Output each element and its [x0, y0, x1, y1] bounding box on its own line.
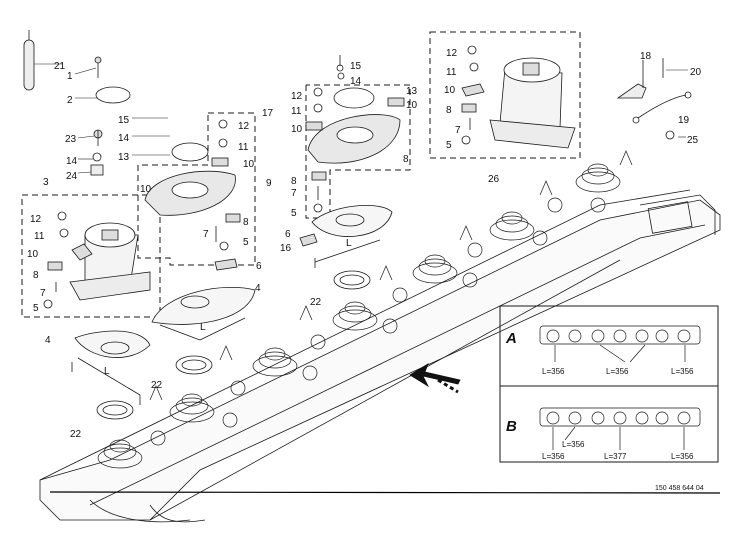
part-callout-7c: 7 — [291, 188, 297, 199]
part-callout-2: 2 — [67, 95, 73, 106]
part-callout-22c: 22 — [310, 297, 322, 308]
part-callout-4a: 4 — [45, 335, 51, 346]
part-callout-20: 20 — [690, 67, 702, 78]
section-b-label: B — [506, 418, 517, 435]
part-callout-8b: 8 — [243, 217, 249, 228]
a-dim-3: L=356 — [671, 367, 694, 376]
part-callout-1: 1 — [67, 71, 73, 82]
part-callout-13b: 13 — [406, 86, 418, 97]
part-callout-5c: 5 — [291, 208, 297, 219]
part-callout-21: 21 — [54, 61, 66, 72]
a-dim-2: L=356 — [606, 367, 629, 376]
part-callout-18: 18 — [640, 51, 652, 62]
section-a-label: A — [506, 330, 517, 347]
part-callout-12c: 12 — [291, 91, 303, 102]
part-callout-22a: 22 — [151, 380, 163, 391]
housing-group-17 — [299, 55, 411, 290]
dimension-l-1: L — [104, 366, 110, 377]
housing-group-3 — [21, 194, 161, 318]
part-callout-11d: 11 — [446, 67, 457, 78]
part-callout-10a: 10 — [27, 249, 39, 260]
part-callout-9: 9 — [266, 178, 272, 189]
part-callout-10d: 10 — [291, 124, 303, 135]
part-callout-10c: 10 — [243, 159, 255, 170]
part-callout-14c: 14 — [350, 76, 362, 87]
part-callout-24: 24 — [66, 171, 78, 182]
part-callout-6b: 6 — [285, 229, 291, 240]
part-callout-19: 19 — [678, 115, 690, 126]
b-dim-1: L=356 — [562, 440, 585, 449]
leader-lines — [34, 63, 688, 174]
part-callout-14a: 14 — [66, 156, 78, 167]
disc-row — [97, 150, 633, 469]
part-callout-13a: 13 — [118, 152, 130, 163]
part-callout-26: 26 — [488, 174, 500, 185]
part-callout-15a: 15 — [118, 115, 130, 126]
inset-panel — [499, 305, 719, 463]
a-dim-1: L=356 — [542, 367, 565, 376]
b-dim-3: L=377 — [604, 452, 627, 461]
part-callout-22b: 22 — [70, 429, 82, 440]
part-callout-11c: 11 — [291, 106, 302, 117]
part-callout-5d: 5 — [446, 140, 452, 151]
b-dim-4: L=356 — [671, 452, 694, 461]
part-callout-8d: 8 — [291, 176, 297, 187]
part-callout-4b: 4 — [255, 283, 261, 294]
part-callout-8e: 8 — [446, 105, 452, 116]
small-parts-right — [616, 58, 692, 140]
direction-arrow — [409, 363, 461, 394]
part-callout-3: 3 — [43, 177, 49, 188]
part-callout-10b: 10 — [140, 184, 152, 195]
part-callout-11a: 11 — [34, 231, 45, 242]
part-callout-23: 23 — [65, 134, 77, 145]
part-callout-10f: 10 — [444, 85, 456, 96]
dimension-l-3: L — [346, 238, 352, 249]
document-number: 150 458 644 04 — [655, 485, 704, 492]
part-callout-10e: 10 — [406, 100, 418, 111]
part-callout-7d: 7 — [455, 125, 461, 136]
part-callout-6a: 6 — [256, 261, 262, 272]
part-callout-15b: 15 — [350, 61, 362, 72]
part-callout-11b: 11 — [238, 142, 249, 153]
part-callout-12a: 12 — [30, 214, 42, 225]
housing-group-9 — [71, 112, 256, 420]
part-callout-25: 25 — [687, 135, 699, 146]
part-callout-8c: 8 — [403, 154, 409, 165]
part-callout-5b: 5 — [243, 237, 249, 248]
part-callout-17: 17 — [262, 108, 274, 119]
part-callout-7a: 7 — [40, 288, 46, 299]
cutter-bar — [39, 189, 721, 523]
part-callout-14b: 14 — [118, 133, 130, 144]
part-callout-12b: 12 — [238, 121, 250, 132]
part-callout-8a: 8 — [33, 270, 39, 281]
dimension-l-2: L — [200, 322, 206, 333]
part-callout-12d: 12 — [446, 48, 458, 59]
small-parts-left — [23, 30, 131, 176]
part-callout-7b: 7 — [203, 229, 209, 240]
part-callout-16: 16 — [280, 243, 292, 254]
b-dim-2: L=356 — [542, 452, 565, 461]
housing-group-26 — [429, 31, 581, 159]
part-callout-5a: 5 — [33, 303, 39, 314]
